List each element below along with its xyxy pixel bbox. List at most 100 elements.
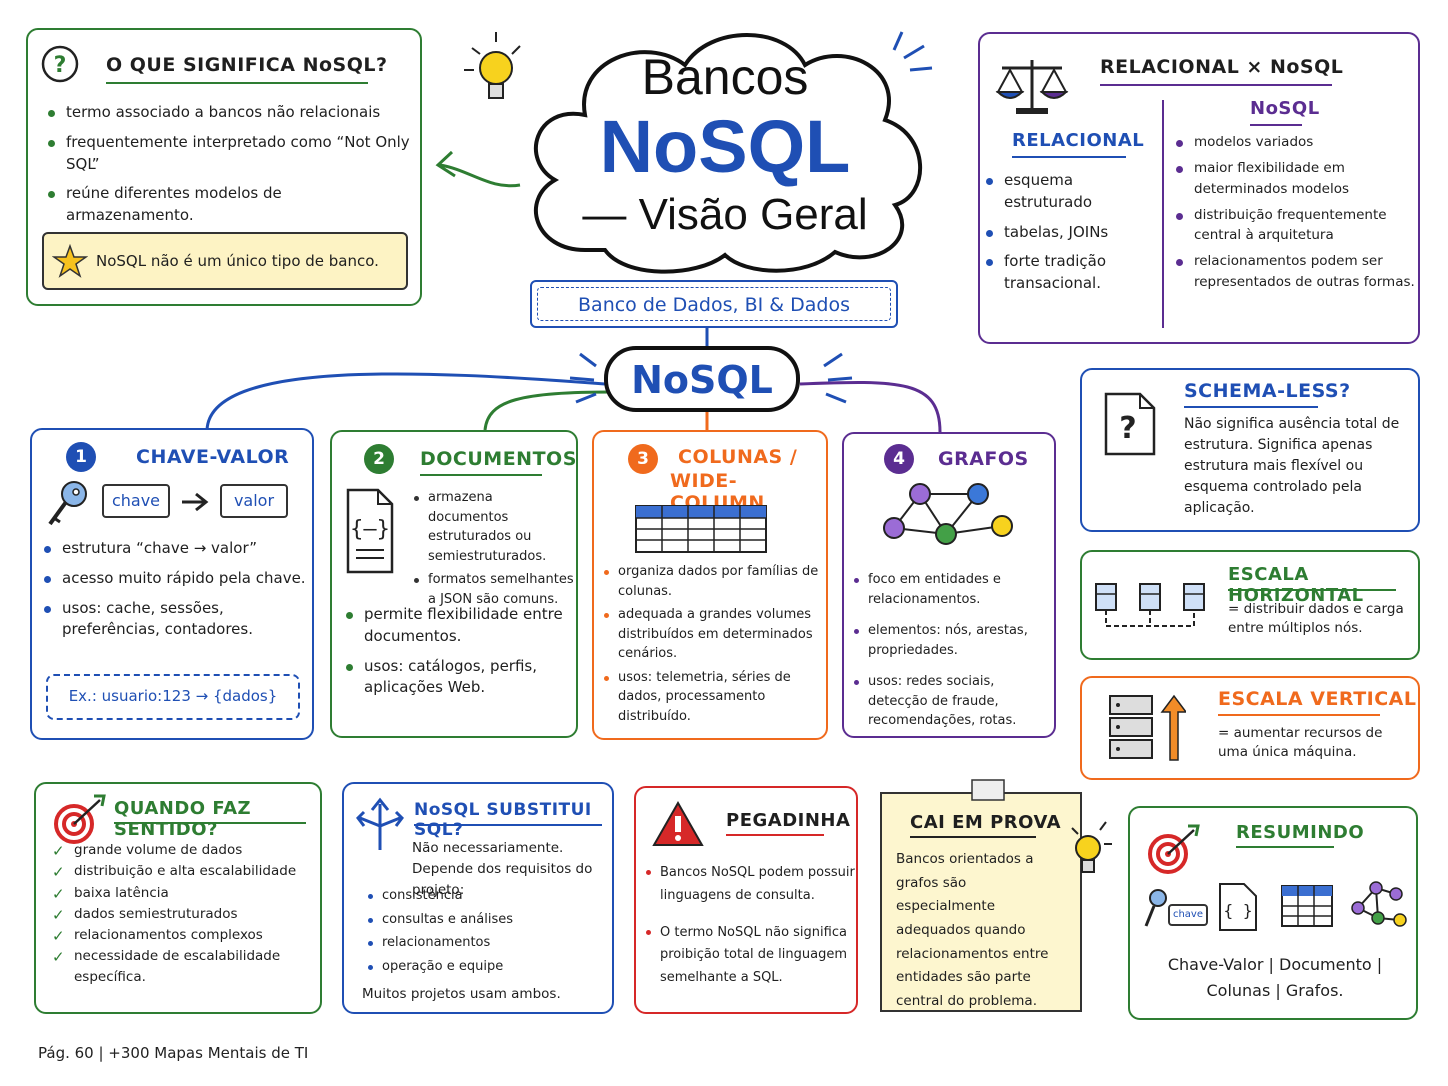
summary-title: RESUMINDO xyxy=(1236,822,1365,843)
trap-list: Bancos NoSQL podem possuir linguagens de… xyxy=(644,862,858,994)
horizontal-scale-text: = distribuir dados e carga entre múltipl… xyxy=(1228,601,1404,636)
graph-network-icon xyxy=(883,483,1013,545)
list-item: Bancos NoSQL podem possuir linguagens de… xyxy=(644,862,858,908)
vertical-scale-text: = aumentar recursos de uma única máquina… xyxy=(1218,725,1383,760)
horizontal-scale-card: ESCALA HORIZONTAL = distribuir dados e c… xyxy=(1080,550,1420,660)
server-stack-up-icon xyxy=(1109,694,1186,761)
documents-icon-list: armazena documentos estruturados ou semi… xyxy=(412,488,576,613)
list-item: consultas e análises xyxy=(366,910,606,930)
title-underline xyxy=(106,82,368,84)
list-item: modelos variados xyxy=(1172,132,1416,152)
lightbulb-icon xyxy=(464,32,521,99)
list-item: tabelas, JOINs xyxy=(982,222,1160,244)
document-question-icon: ? xyxy=(1104,392,1156,456)
list-item: esquema estruturado xyxy=(982,170,1160,214)
replaces-list: consistência consultas e análises relaci… xyxy=(366,886,606,980)
key-icon xyxy=(48,481,87,526)
key-box: chave xyxy=(102,484,170,518)
list-item: adequada a grandes volumes distribuídos … xyxy=(602,605,826,664)
list-item: consistência xyxy=(366,886,606,906)
list-item: frequentemente interpretado como “Not On… xyxy=(44,132,414,176)
summary-text: Chave-Valor | Documento | Colunas | Graf… xyxy=(1167,955,1383,1001)
list-item: foco em entidades e relacionamentos. xyxy=(852,570,1054,609)
list-item: formatos semelhantes a JSON são comuns. xyxy=(412,570,576,609)
star-icon xyxy=(52,244,88,278)
columns-list: organiza dados por famílias de colunas. … xyxy=(602,562,826,730)
what-means-card: ? O QUE SIGNIFICA NoSQL? termo associado… xyxy=(26,28,422,306)
graph-network-icon xyxy=(1351,881,1407,927)
list-item: maior flexibilidade em determinados mode… xyxy=(1172,158,1416,199)
when-list: grande volume de dados distribuição e al… xyxy=(52,840,320,988)
list-item: elementos: nós, arestas, propriedades. xyxy=(852,621,1054,660)
summary-card: RESUMINDO chave { } Chave-Valor | Docume… xyxy=(1128,806,1418,1020)
number-badge: 2 xyxy=(364,444,394,474)
number-badge: 4 xyxy=(884,444,914,474)
page-footer: Pág. 60 | +300 Mapas Mentais de TI xyxy=(38,1044,309,1062)
list-item: organiza dados por famílias de colunas. xyxy=(602,562,826,601)
list-item: necessidade de escalabilidade específica… xyxy=(52,946,320,987)
what-means-title: O QUE SIGNIFICA NoSQL? xyxy=(106,54,388,76)
documents-title: DOCUMENTOS xyxy=(420,448,577,470)
svg-text:?: ? xyxy=(1119,411,1136,446)
svg-text:?: ? xyxy=(54,53,67,78)
graphs-list: foco em entidades e relacionamentos. ele… xyxy=(852,570,1054,735)
list-item: relacionamentos xyxy=(366,933,606,953)
key-value-card: 1 CHAVE-VALOR chave valor estrutura “cha… xyxy=(30,428,314,740)
list-item: termo associado a bancos não relacionais xyxy=(44,102,414,124)
central-node-rays xyxy=(569,352,853,404)
when-title: QUANDO FAZ SENTIDO? xyxy=(114,798,252,840)
list-item: forte tradição transacional. xyxy=(982,251,1160,295)
exam-note: CAI EM PROVA Bancos orientados a grafos … xyxy=(880,779,1082,1012)
note-box: NoSQL não é um único tipo de banco. xyxy=(42,232,408,290)
trap-title: PEGADINHA xyxy=(726,810,851,831)
list-item: usos: redes sociais, detecção de fraude,… xyxy=(852,672,1054,731)
example-box: Ex.: usuario:123 → {dados} xyxy=(46,674,300,720)
key-box-small: chave xyxy=(1168,904,1208,926)
vertical-scale-card: ESCALA VERTICAL = aumentar recursos de u… xyxy=(1080,676,1420,780)
replaces-card: NoSQL SUBSTITUI SQL? Não necessariamente… xyxy=(342,782,614,1014)
table-icon xyxy=(1281,885,1333,927)
note-text: NoSQL não é um único tipo de banco. xyxy=(96,252,379,270)
list-item: relacionamentos complexos xyxy=(52,925,320,948)
columns-title-line-1: COLUNAS / xyxy=(678,446,798,468)
graphs-card: 4 GRAFOS foco em entidades e relacioname… xyxy=(842,432,1056,738)
key-icon xyxy=(1144,889,1167,927)
example-text: Ex.: usuario:123 → {dados} xyxy=(68,687,278,705)
replaces-intro: Não necessariamente. Depende dos requisi… xyxy=(412,840,593,898)
svg-text:{–}: {–} xyxy=(350,517,390,542)
exam-title: CAI EM PROVA xyxy=(910,812,1062,833)
comparison-card: RELACIONAL × NoSQL RELACIONAL esquema es… xyxy=(978,32,1420,344)
list-item: baixa latência xyxy=(52,883,320,906)
documents-card: 2 DOCUMENTOS {–} armazena documentos est… xyxy=(330,430,578,738)
list-item: relacionamentos podem ser representados … xyxy=(1172,251,1416,292)
list-item: O termo NoSQL não significa proibição to… xyxy=(644,922,858,990)
nosql-list: modelos variados maior flexibilidade em … xyxy=(1172,132,1416,298)
list-item: operação e equipe xyxy=(366,957,606,977)
table-icon xyxy=(635,505,767,553)
warning-icon xyxy=(652,800,704,846)
list-item: estrutura “chave → valor” xyxy=(40,538,310,560)
question-circle-icon: ? xyxy=(41,45,79,83)
title-line-3: — Visão Geral xyxy=(582,190,868,239)
replaces-outro: Muitos projetos usam ambos. xyxy=(362,986,561,1002)
sparkle-lines xyxy=(892,31,933,72)
subtitle-text: Banco de Dados, BI & Dados xyxy=(578,294,850,316)
document-icon: {–} xyxy=(346,488,394,574)
value-box: valor xyxy=(220,484,288,518)
list-item: distribuição e alta escalabilidade xyxy=(52,861,320,884)
svg-text:{ }: { } xyxy=(1224,901,1253,920)
list-item: acesso muito rápido pela chave. xyxy=(40,568,310,590)
schema-less-text: Não significa ausência total de estrutur… xyxy=(1184,416,1400,516)
trap-card: PEGADINHA Bancos NoSQL podem possuir lin… xyxy=(634,786,858,1014)
tape-icon xyxy=(971,779,1005,801)
key-value-title: CHAVE-VALOR xyxy=(136,446,290,468)
document-icon: { } xyxy=(1219,883,1257,931)
central-node: NoSQL xyxy=(604,346,800,412)
split-arrows-icon xyxy=(356,797,404,850)
scale-icon xyxy=(995,60,1069,114)
vertical-scale-title: ESCALA VERTICAL xyxy=(1218,688,1417,710)
list-item: armazena documentos estruturados ou semi… xyxy=(412,488,576,566)
replaces-title: NoSQL SUBSTITUI SQL? xyxy=(414,800,592,840)
exam-text: Bancos orientados a grafos são especialm… xyxy=(896,851,1049,1009)
